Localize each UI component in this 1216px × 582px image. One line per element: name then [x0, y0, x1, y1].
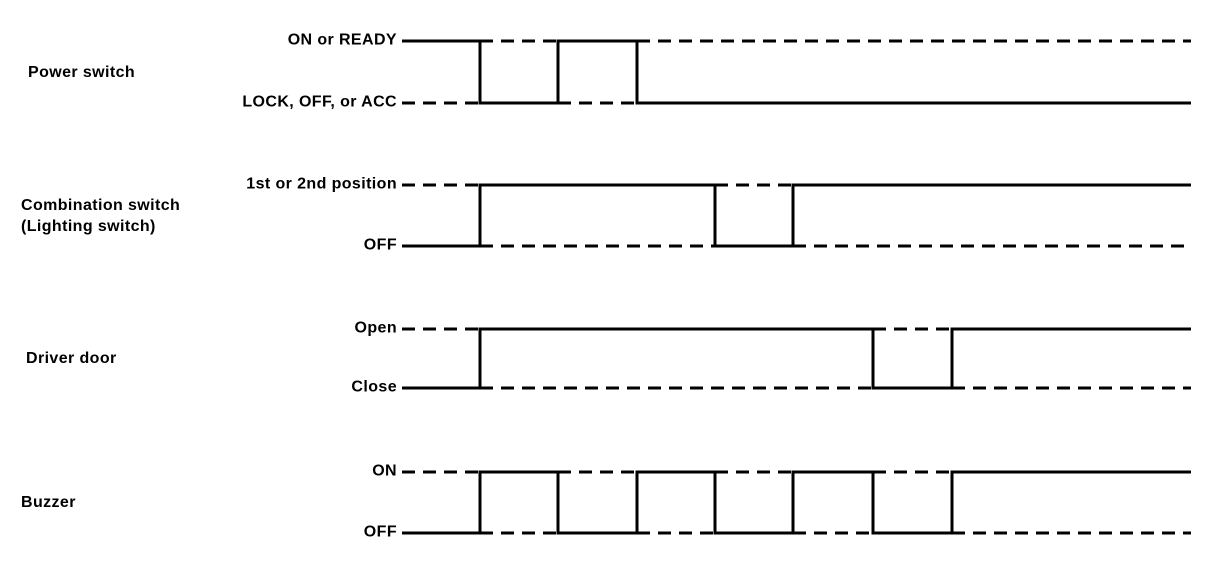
- row-label-line: Driver door: [26, 350, 117, 367]
- combination-switch-low-label: OFF: [363, 236, 397, 254]
- driver-door-low-label: Close: [351, 378, 397, 396]
- row-label-line: Buzzer: [21, 494, 76, 511]
- power-switch-high-label: ON or READY: [287, 31, 397, 49]
- row-label-power-switch: Power switch: [28, 62, 135, 83]
- combination-switch-high-label: 1st or 2nd position: [246, 175, 397, 193]
- row-label-driver-door: Driver door: [26, 348, 117, 369]
- row-label-line: Power switch: [28, 63, 136, 81]
- row-label-combination-switch: Combination switch (Lighting switch): [21, 195, 180, 237]
- row-label-line: (Lighting switch): [21, 217, 156, 235]
- driver-door-high-label: Open: [354, 319, 397, 337]
- buzzer-high-label: ON: [372, 462, 397, 480]
- power-switch-low-label: LOCK, OFF, or ACC: [242, 93, 397, 111]
- row-label-buzzer: Buzzer: [21, 492, 76, 513]
- buzzer-low-label: OFF: [363, 523, 397, 541]
- combination-switch-signal-trace: [402, 183, 1191, 248]
- driver-door-signal-trace: [402, 327, 1191, 390]
- row-label-line: Combination switch: [21, 196, 181, 214]
- buzzer-signal-trace: [402, 470, 1191, 535]
- power-switch-signal-trace: [402, 39, 1191, 105]
